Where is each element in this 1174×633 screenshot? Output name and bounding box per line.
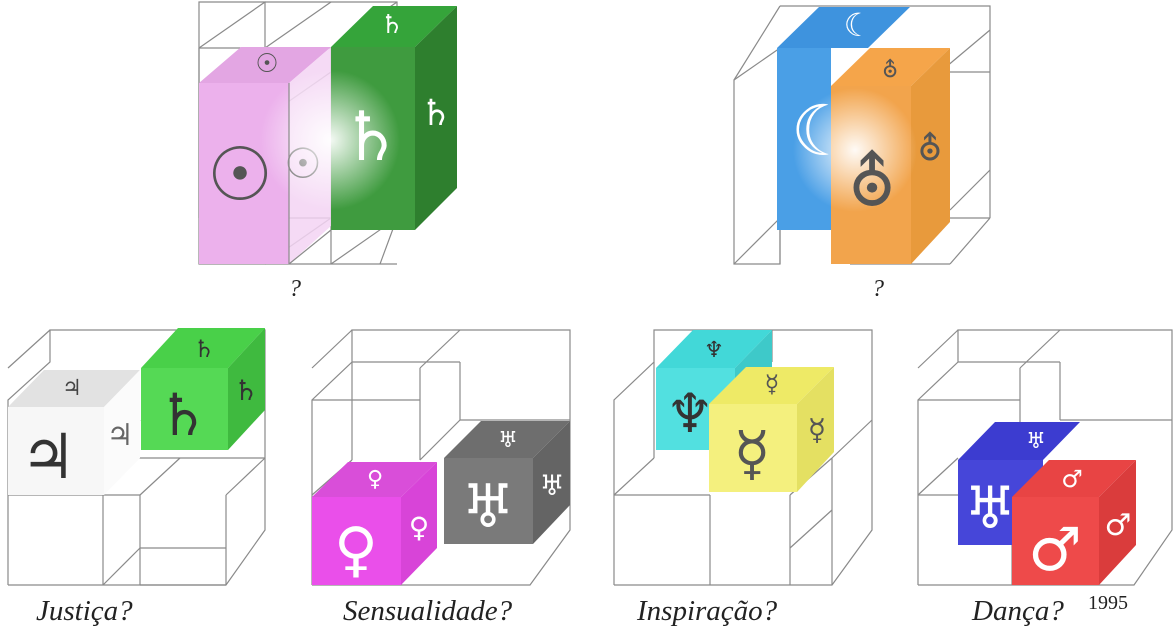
box-jupiter-top <box>8 370 140 407</box>
sun-icon-top: ☉ <box>255 49 278 79</box>
mercury-icon-front: ☿ <box>734 419 771 489</box>
mercury-icon-side: ☿ <box>808 413 826 448</box>
box-uranus-2-side <box>533 421 570 544</box>
saturn-icon-top: ♄ <box>380 10 403 40</box>
uranus-3-icon-front: ♅ <box>964 474 1016 542</box>
box-uranus-2: ♅ ♅ ♅ <box>444 421 570 544</box>
box-saturn-2-front <box>141 368 228 450</box>
box-mercury: ☿ ☿ ☿ <box>709 367 834 492</box>
box-mercury-front <box>709 404 797 492</box>
uranus-2-icon-top: ♅ <box>498 428 518 453</box>
box-uranus-3: ♅ ♅ <box>958 422 1080 545</box>
box-saturn: ♄ ♄ ♄ <box>260 6 457 230</box>
box-mercury-side <box>797 367 834 492</box>
caption-danca: Dança? <box>972 595 1064 627</box>
group-bottom-3: ♆ ♆ ☿ ☿ ☿ <box>613 329 873 586</box>
caption-top-left: ? <box>289 276 301 302</box>
jupiter-icon-top: ♃ <box>62 376 82 401</box>
moon-icon-top: ☾ <box>844 6 873 44</box>
uranus-icon-top: ⛢ <box>882 58 898 83</box>
saturn-icon-front: ♄ <box>341 98 402 177</box>
neptune-icon-front: ♆ <box>666 382 714 445</box>
box-uranus-2-top <box>444 421 570 458</box>
mars-icon-front: ♂ <box>1028 515 1082 585</box>
jupiter-icon-side: ♃ <box>107 418 134 453</box>
box-moon-top <box>777 7 910 48</box>
box-uranus: ⛢ ⛢ ⛢ <box>793 48 950 264</box>
box-mercury-top <box>709 367 834 404</box>
box-jupiter: ♃ ♃ ♃ <box>8 370 140 495</box>
box-saturn-2-top <box>141 328 265 368</box>
uranus-2-icon-side: ♅ <box>539 469 564 502</box>
wireframe-bottom-4 <box>917 329 1173 586</box>
saturn-2-icon-top: ♄ <box>193 335 215 363</box>
group-bottom-1: ♃ ♃ ♃ ♄ ♄ ♄ <box>7 328 266 586</box>
uranus-icon-side: ⛢ <box>918 129 943 169</box>
saturn-2-icon-side: ♄ <box>233 374 258 407</box>
box-saturn-2-side <box>228 328 265 450</box>
box-uranus-3-top <box>958 422 1080 460</box>
venus-icon-top: ♀ <box>367 467 383 492</box>
caption-sensualidade: Sensualidade? <box>343 595 513 627</box>
box-mars: ♂ ♂ ♂ <box>1012 460 1136 585</box>
caption-top-right: ? <box>872 276 884 302</box>
box-jupiter-front <box>8 407 104 495</box>
wireframe-bottom-2 <box>311 329 571 586</box>
saturn-2-icon-front: ♄ <box>157 381 209 449</box>
box-saturn-side <box>415 6 457 230</box>
mars-icon-side: ♂ <box>1105 508 1132 543</box>
box-sun-top <box>199 47 331 83</box>
group-top-right: ☾ ☾ ⛢ ⛢ ⛢ <box>733 5 991 265</box>
box-uranus-top <box>831 48 950 86</box>
box-venus-front <box>312 497 401 585</box>
group-bottom-2: ♀ ♀ ♀ ♅ ♅ ♅ <box>311 329 571 586</box>
jupiter-icon-front: ♃ <box>20 420 76 493</box>
box-uranus-side <box>911 48 950 264</box>
box-venus-top <box>312 462 437 497</box>
box-uranus-2-front <box>444 458 533 544</box>
box-venus-side <box>401 462 437 585</box>
venus-icon-side: ♀ <box>409 511 430 544</box>
box-venus: ♀ ♀ ♀ <box>312 462 437 585</box>
caption-justica: Justiça? <box>36 595 133 627</box>
box-neptune-top <box>656 330 772 368</box>
uranus-icon-front: ⛢ <box>848 144 896 221</box>
uranus-3-icon-top: ♅ <box>1026 429 1046 454</box>
uranus-2-icon-front: ♅ <box>461 472 515 542</box>
neptune-icon-top: ♆ <box>704 338 724 363</box>
box-saturn-2: ♄ ♄ ♄ <box>141 328 265 450</box>
box-mars-side <box>1099 460 1136 585</box>
box-mars-top <box>1012 460 1136 497</box>
year-label: 1995 <box>1088 592 1128 614</box>
mercury-icon-top: ☿ <box>765 370 780 398</box>
saturn-icon-side: ♄ <box>420 93 452 134</box>
box-jupiter-side <box>104 370 140 495</box>
group-bottom-4: ♅ ♅ ♂ ♂ ♂ <box>917 329 1173 586</box>
box-mars-front <box>1012 497 1099 585</box>
group-top-left: ☉ ☉ ☉ ♄ ♄ ♄ <box>198 1 457 265</box>
caption-inspiracao: Inspiração? <box>637 595 778 627</box>
venus-icon-front: ♀ <box>334 515 378 585</box>
mars-icon-top: ♂ <box>1061 465 1083 493</box>
